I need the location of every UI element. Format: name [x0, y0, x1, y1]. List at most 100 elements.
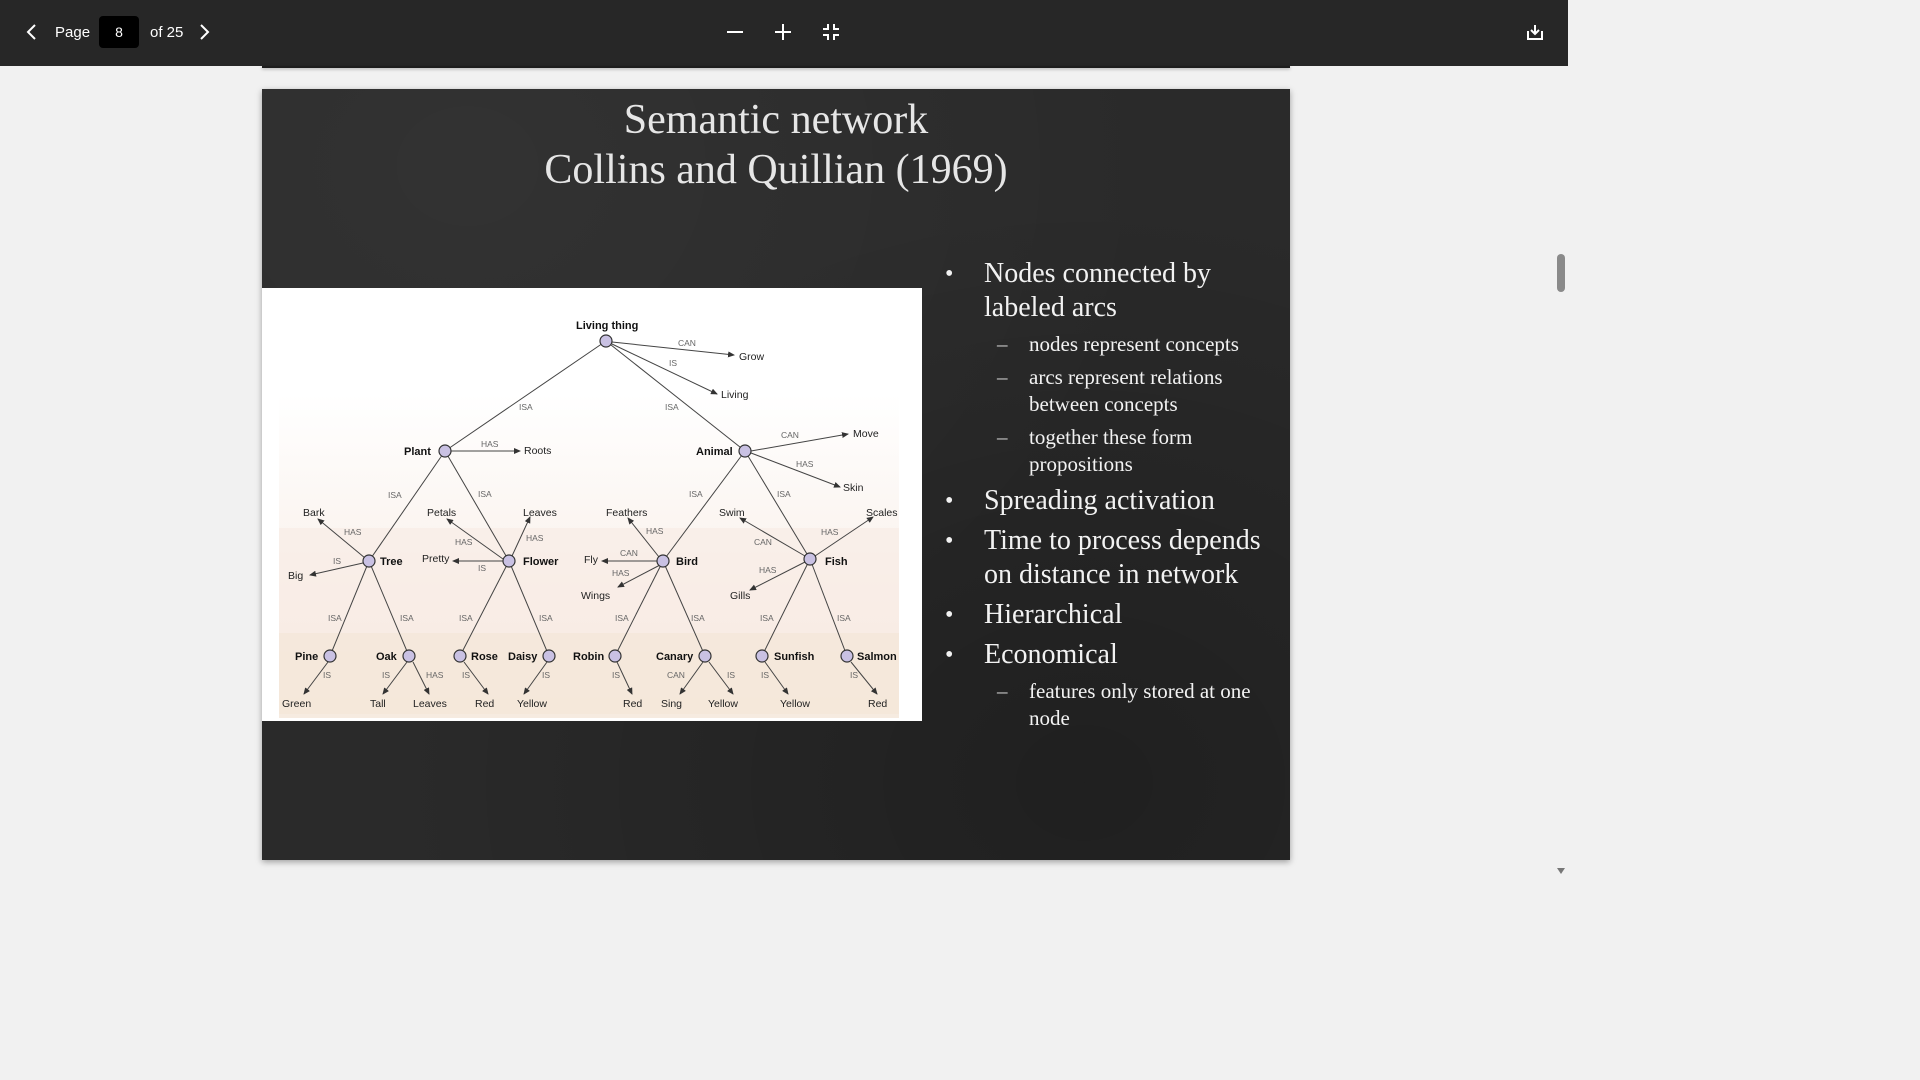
rel-is: IS — [323, 670, 331, 680]
rel-has: HAS — [759, 565, 777, 575]
prop-bark: Bark — [303, 507, 325, 519]
vertical-scrollbar[interactable] — [1554, 66, 1568, 882]
prop-leaves: Leaves — [523, 507, 557, 519]
prop-swim: Swim — [719, 507, 745, 519]
prop-fly: Fly — [584, 554, 599, 566]
rel-can: CAN — [678, 338, 696, 348]
rel-isa: ISA — [459, 613, 473, 623]
rel-has: HAS — [481, 439, 499, 449]
rel-has: HAS — [526, 533, 544, 543]
prop-pretty: Pretty — [422, 553, 450, 565]
node-living-thing — [599, 334, 613, 348]
node-sunfish — [755, 649, 769, 663]
rel-isa: ISA — [665, 402, 679, 412]
rel-isa: ISA — [689, 489, 703, 499]
page-total: of 25 — [150, 24, 184, 41]
node-rose — [453, 649, 467, 663]
rel-is: IS — [612, 670, 620, 680]
label-oak: Oak — [376, 651, 398, 663]
rel-isa: ISA — [328, 613, 342, 623]
prop-petals: Petals — [427, 507, 456, 519]
prop-yellow-canary: Yellow — [708, 698, 738, 710]
slide-title-line-1: Semantic network — [623, 97, 929, 143]
bullet-item: Nodes connected by labeled arcs — [942, 257, 1282, 325]
prop-red-robin: Red — [623, 698, 642, 710]
previous-page-button[interactable] — [14, 14, 50, 50]
rel-isa: ISA — [837, 613, 851, 623]
prop-roots: Roots — [524, 445, 551, 457]
rel-isa: ISA — [478, 489, 492, 499]
chevron-right-icon — [200, 24, 210, 40]
label-canary: Canary — [656, 651, 694, 663]
zoom-in-button[interactable] — [765, 14, 801, 50]
semantic-network-diagram: Living thing Plant Animal Tree Flower Bi… — [279, 320, 899, 718]
next-page-button[interactable] — [186, 14, 222, 50]
prop-living: Living — [721, 389, 749, 401]
node-salmon — [840, 649, 854, 663]
label-plant: Plant — [404, 446, 431, 458]
rel-is: IS — [727, 670, 735, 680]
prop-yellow-daisy: Yellow — [517, 698, 547, 710]
download-button[interactable] — [1517, 14, 1553, 50]
label-sunfish: Sunfish — [774, 651, 815, 663]
sub-bullet-item: nodes represent concepts — [942, 331, 1282, 358]
previous-page-edge — [262, 66, 1290, 68]
label-salmon: Salmon — [857, 651, 897, 663]
node-canary — [698, 649, 712, 663]
label-daisy: Daisy — [508, 651, 538, 663]
rel-isa: ISA — [615, 613, 629, 623]
label-tree: Tree — [380, 556, 403, 568]
node-bird — [656, 554, 670, 568]
label-fish: Fish — [825, 556, 848, 568]
prop-tall: Tall — [370, 698, 386, 710]
semantic-network-figure: Living thing Plant Animal Tree Flower Bi… — [262, 288, 922, 721]
zoom-out-button[interactable] — [717, 14, 753, 50]
prop-wings: Wings — [581, 590, 610, 602]
rel-can: CAN — [781, 430, 799, 440]
node-oak — [402, 649, 416, 663]
prop-gills: Gills — [730, 590, 750, 602]
node-pine — [323, 649, 337, 663]
prop-big: Big — [288, 570, 303, 582]
prop-grow: Grow — [739, 351, 765, 363]
sub-bullet-item: arcs represent relations between concept… — [942, 364, 1282, 418]
rel-can: CAN — [667, 670, 685, 680]
rel-is: IS — [542, 670, 550, 680]
bullet-item: Hierarchical — [942, 598, 1282, 632]
chevron-left-icon — [26, 24, 36, 40]
prop-sing: Sing — [661, 698, 682, 710]
scrollbar-thumb[interactable] — [1557, 254, 1565, 292]
prop-feathers: Feathers — [606, 507, 647, 519]
rel-has: HAS — [426, 670, 444, 680]
rel-isa: ISA — [777, 489, 791, 499]
rel-is: IS — [478, 563, 486, 573]
bullet-item: Economical — [942, 638, 1282, 672]
node-flower — [502, 554, 516, 568]
node-daisy — [542, 649, 556, 663]
rel-is: IS — [382, 670, 390, 680]
sub-bullet-item: together these form propositions — [942, 424, 1282, 478]
page-number-input[interactable] — [99, 16, 139, 48]
rel-isa: ISA — [760, 613, 774, 623]
label-bird: Bird — [676, 556, 698, 568]
label-animal: Animal — [696, 446, 733, 458]
pdf-page-8: Semantic network Collins and Quillian (1… — [262, 89, 1290, 860]
rel-can: CAN — [754, 537, 772, 547]
slide-bullet-list: Nodes connected by labeled arcs nodes re… — [942, 257, 1282, 738]
scroll-down-arrow-icon[interactable] — [1557, 868, 1565, 874]
prop-scales: Scales — [866, 507, 898, 519]
rel-is: IS — [850, 670, 858, 680]
node-fish — [803, 552, 817, 566]
slide-title: Semantic network Collins and Quillian (1… — [262, 95, 1290, 195]
rel-is: IS — [761, 670, 769, 680]
slide-title-line-2: Collins and Quillian (1969) — [544, 147, 1008, 193]
rel-isa: ISA — [539, 613, 553, 623]
prop-skin: Skin — [843, 482, 864, 494]
rel-isa: ISA — [691, 613, 705, 623]
prop-leaves-oak: Leaves — [413, 698, 447, 710]
rel-has: HAS — [821, 527, 839, 537]
label-living-thing: Living thing — [576, 320, 638, 332]
fit-to-page-icon — [823, 24, 839, 40]
fit-to-page-button[interactable] — [813, 14, 849, 50]
rel-can: CAN — [620, 548, 638, 558]
